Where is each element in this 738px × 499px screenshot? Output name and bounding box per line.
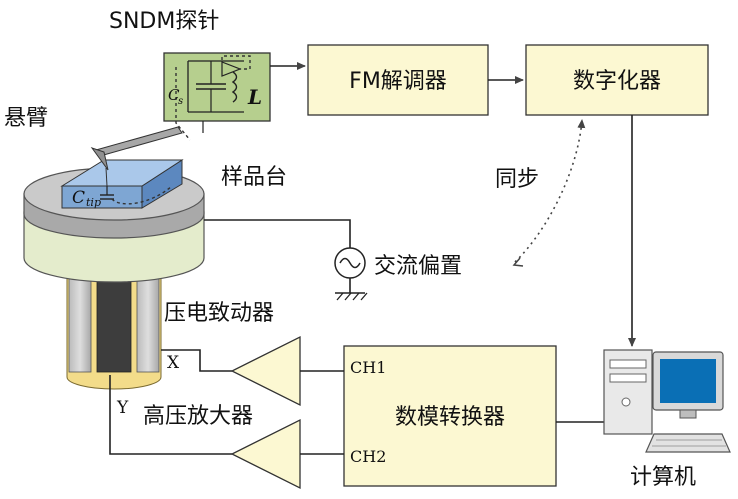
ch2-label: CH2 bbox=[350, 447, 386, 466]
computer-icon bbox=[603, 349, 731, 453]
cantilever-label: 悬臂 bbox=[4, 106, 48, 131]
digitizer-label: 数字化器 bbox=[573, 69, 661, 94]
ac-bias-label: 交流偏置 bbox=[374, 254, 462, 279]
ctip-subscript: tip bbox=[86, 196, 101, 209]
computer-label: 计算机 bbox=[630, 465, 696, 490]
sync-label: 同步 bbox=[495, 167, 539, 192]
probe-label: SNDM探针 bbox=[109, 9, 219, 34]
digitizer: 数字化器 bbox=[525, 44, 709, 116]
ctip-label: C bbox=[72, 188, 85, 208]
sample-block: C tip bbox=[60, 159, 184, 209]
stage-label: 样品台 bbox=[221, 165, 287, 190]
fm-demodulator-label: FM解调器 bbox=[349, 69, 447, 94]
piezo-label: 压电致动器 bbox=[164, 301, 274, 326]
dac-label: 数模转换器 bbox=[395, 405, 505, 430]
cs-subscript: s bbox=[178, 96, 183, 107]
y-axis-label: Y bbox=[116, 398, 129, 418]
dac-converter: CH1 CH2 数模转换器 bbox=[343, 345, 557, 487]
sndm-probe-circuit: C s L bbox=[163, 52, 271, 141]
ac-bias-source bbox=[204, 219, 368, 301]
x-axis-label: X bbox=[167, 353, 180, 373]
hv-amplifier-x bbox=[230, 335, 301, 407]
hv-amplifier-y bbox=[230, 418, 301, 490]
sync-arrow bbox=[514, 119, 586, 263]
cs-label: C bbox=[168, 86, 180, 104]
piezo-actuator bbox=[66, 259, 162, 390]
y-wire bbox=[109, 375, 232, 455]
ch1-label: CH1 bbox=[350, 358, 386, 377]
hv-amplifier-label: 高压放大器 bbox=[143, 404, 253, 429]
x-wire bbox=[161, 349, 232, 372]
fm-demodulator: FM解调器 bbox=[307, 44, 489, 116]
cantilever bbox=[90, 126, 183, 187]
inductor-label: L bbox=[247, 85, 262, 109]
